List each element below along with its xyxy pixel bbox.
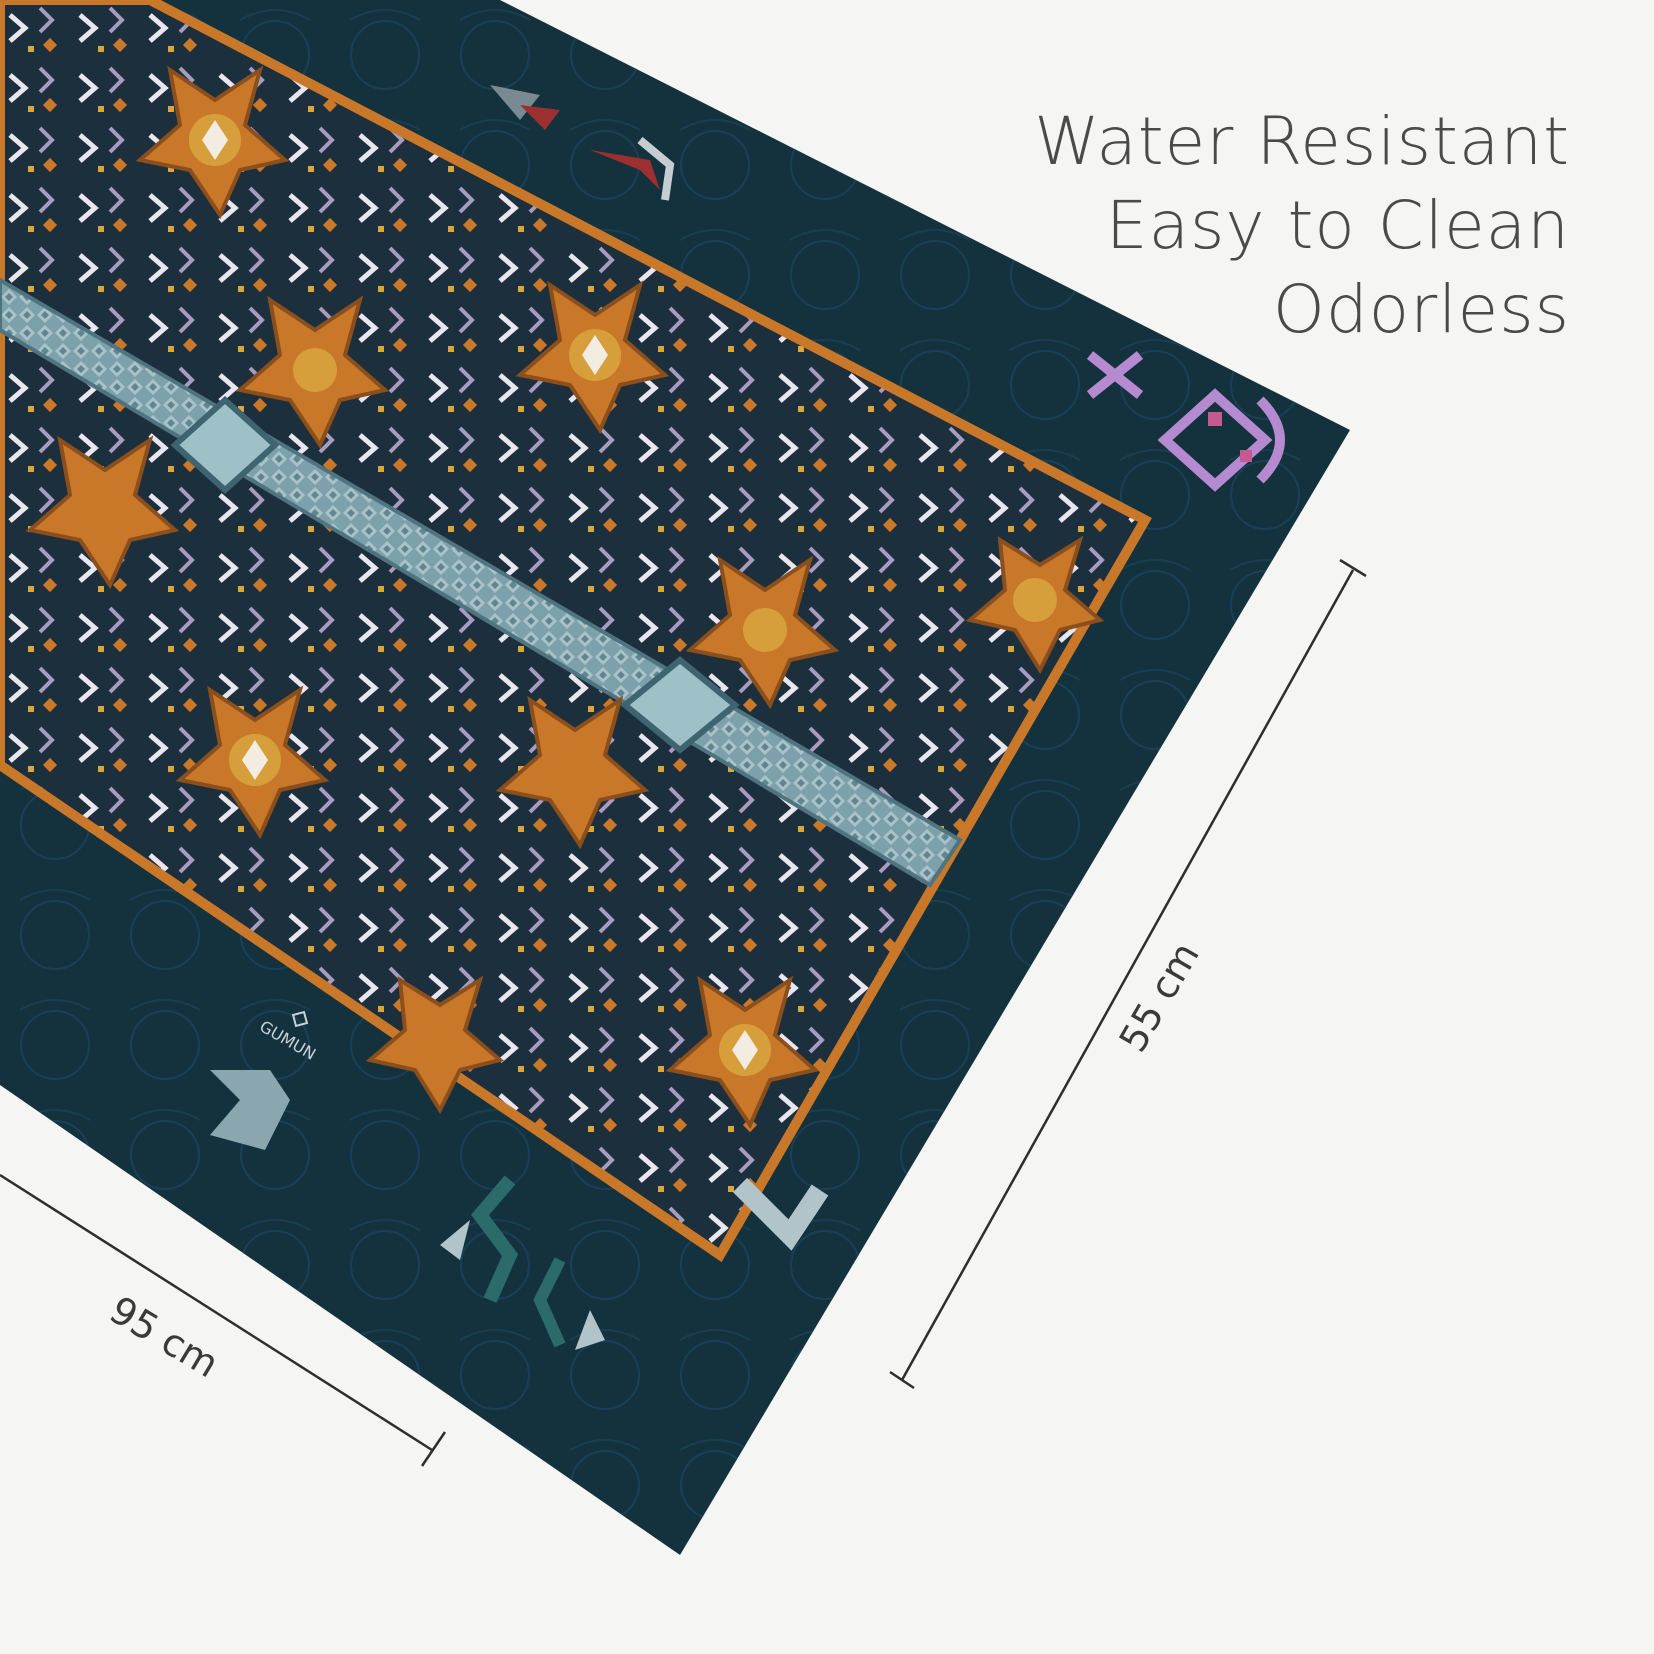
feature-easy-to-clean: Easy to Clean (1105, 187, 1570, 264)
dimension-width-line (0, 1173, 447, 1467)
dimension-height-line (889, 558, 1367, 1390)
feature-list: Water Resistant Easy to Clean Odorless (1034, 100, 1570, 352)
feature-odorless: Odorless (1272, 271, 1570, 348)
purple-ornament (1086, 351, 1285, 492)
border-arrows (210, 85, 829, 1350)
mat-pattern-panel (0, 0, 1152, 1263)
feature-water-resistant: Water Resistant (1034, 103, 1570, 180)
